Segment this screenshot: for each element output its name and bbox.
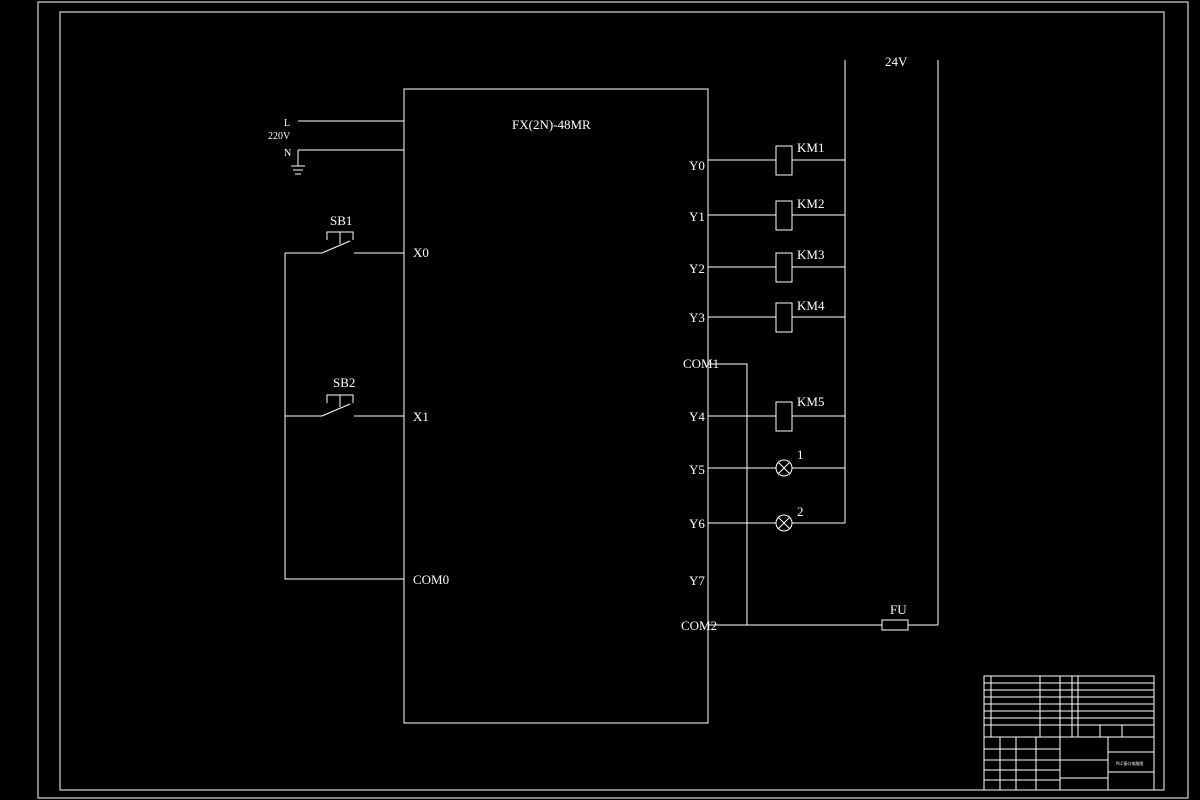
sb2-label: SB2 <box>333 375 355 390</box>
power-neutral-label: N <box>284 148 291 159</box>
relay-km4-label: KM4 <box>797 298 825 313</box>
relay-km5-label: KM5 <box>797 394 824 409</box>
sb1-pushbutton: SB1 <box>326 213 354 244</box>
relay-km3-label: KM3 <box>797 247 824 262</box>
indicator-lamp-1: 1 <box>708 447 845 477</box>
terminal-y5: Y5 <box>689 462 705 477</box>
title-block: PLC接口电路图 <box>983 675 1155 791</box>
indicator-lamp-2: 2 <box>708 504 845 532</box>
plc-model-label: FX(2N)-48MR <box>512 117 591 132</box>
supply-24v-label: 24V <box>885 54 908 69</box>
relay-km3: KM3 <box>708 247 845 283</box>
relay-km2: KM2 <box>708 196 845 231</box>
fuse-fu: FU <box>881 602 909 631</box>
terminal-y7: Y7 <box>689 573 705 588</box>
terminal-y2: Y2 <box>689 261 705 276</box>
relay-km5: KM5 <box>708 394 845 432</box>
sb2-pushbutton: SB2 <box>326 375 355 407</box>
relay-km1: KM1 <box>708 140 845 176</box>
drawing-title: PLC接口电路图 <box>1116 760 1143 766</box>
lamp-2-label: 2 <box>797 504 804 519</box>
common-bus <box>708 363 938 626</box>
terminal-x0: X0 <box>413 245 429 260</box>
power-supply: L 220V N <box>268 118 404 175</box>
outer-frame <box>37 1 1189 799</box>
terminal-x1: X1 <box>413 409 429 424</box>
fuse-label: FU <box>890 602 907 617</box>
terminal-y1: Y1 <box>689 209 705 224</box>
sb1-label: SB1 <box>330 213 352 228</box>
terminal-y4: Y4 <box>689 409 705 424</box>
plc-block: FX(2N)-48MR <box>403 88 709 724</box>
lamp-1-label: 1 <box>797 447 804 462</box>
relay-km1-label: KM1 <box>797 140 824 155</box>
inner-frame <box>59 11 1165 791</box>
terminal-com1: COM1 <box>683 356 719 371</box>
terminal-y3: Y3 <box>689 310 705 325</box>
power-voltage-label: 220V <box>268 131 291 142</box>
relay-km2-label: KM2 <box>797 196 824 211</box>
relay-km4: KM4 <box>708 298 845 333</box>
input-wiring <box>284 240 404 580</box>
power-line-label: L <box>284 118 290 129</box>
terminal-com0: COM0 <box>413 572 449 587</box>
terminal-com2: COM2 <box>681 618 717 633</box>
supply-24v-rails: 24V <box>844 54 939 625</box>
terminal-y6: Y6 <box>689 516 705 531</box>
terminal-y0: Y0 <box>689 158 705 173</box>
